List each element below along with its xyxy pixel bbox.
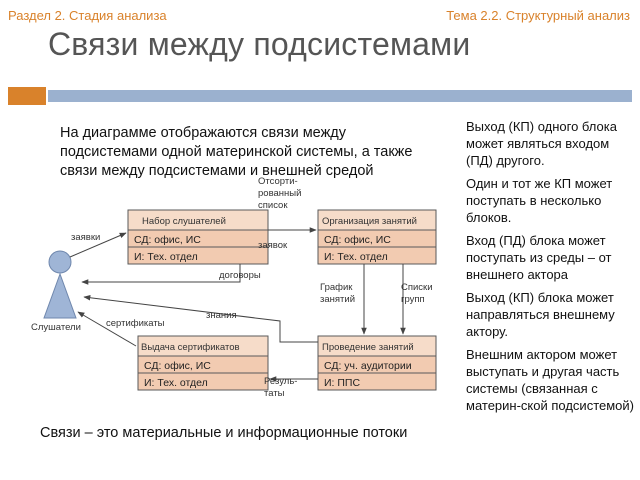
- box-row-bg: [317, 372, 437, 391]
- actor-body: [43, 272, 77, 319]
- label-contracts: договоры: [219, 270, 261, 281]
- box-listener-enrollment: Набор слушателей СД: офис, ИС И: Тех. от…: [127, 209, 269, 265]
- box-title: Выдача сертификатов: [141, 342, 240, 353]
- box-row-bg: [317, 246, 437, 265]
- box-row-sd: СД: офис, ИС: [134, 234, 201, 246]
- box-row-sd: СД: офис, ИС: [144, 360, 211, 372]
- box-row-bg: [127, 246, 269, 265]
- box-row-i: И: Тех. отдел: [144, 377, 208, 389]
- title-rule-bar: [48, 90, 632, 102]
- label-sorted-list-4: заявок: [258, 240, 288, 251]
- intro-text: На диаграмме отображаются связи между по…: [60, 125, 413, 179]
- actor-head: [48, 250, 72, 274]
- arrow-requests: [69, 232, 127, 258]
- box-class-organization: Организация занятий СД: офис, ИС И: Тех.…: [317, 209, 437, 265]
- notes-panel: Выход (КП) одного блока может являться в…: [466, 118, 634, 420]
- box-row-i: И: ППС: [324, 377, 360, 389]
- actor-label: Слушатели: [31, 322, 81, 333]
- page-title: Связи между подсистемами: [48, 26, 471, 62]
- label-certificates: сертификаты: [106, 318, 165, 329]
- actor-listeners: Слушатели: [31, 250, 81, 333]
- box-class-conduct: Проведение занятий СД: уч. аудитории И: …: [317, 335, 437, 391]
- label-sorted-list-3: список: [258, 200, 288, 211]
- box-certificate-issuing: Выдача сертификатов СД: офис, ИС И: Тех.…: [137, 335, 269, 391]
- label-results-1: Резуль-: [264, 376, 297, 387]
- section-header: Раздел 2. Стадия анализа: [8, 8, 167, 23]
- box-row-i: И: Тех. отдел: [134, 251, 198, 263]
- note-output-as-input: Выход (КП) одного блока может являться в…: [466, 119, 617, 168]
- label-group-lists-2: групп: [401, 294, 425, 305]
- label-sorted-list-1: Отсорти-: [258, 176, 298, 187]
- note-input-from-env: Вход (ПД) блока может поступать из среды…: [466, 233, 612, 282]
- label-requests: заявки: [71, 232, 100, 243]
- arrow-knowledge: [83, 294, 318, 343]
- label-schedule-2: занятий: [320, 294, 355, 305]
- box-title: Проведение занятий: [322, 342, 414, 353]
- box-row-sd: СД: офис, ИС: [324, 234, 391, 246]
- bottom-text: Связи – это материальные и информационны…: [40, 425, 408, 441]
- box-title: Набор слушателей: [142, 216, 226, 227]
- note-external-actor: Внешним актором может выступать и другая…: [466, 347, 634, 413]
- box-row-bg: [137, 372, 269, 391]
- box-row-i: И: Тех. отдел: [324, 251, 388, 263]
- label-group-lists-1: Списки: [401, 282, 433, 293]
- label-results-2: таты: [264, 388, 285, 399]
- label-knowledge: знания: [206, 310, 237, 321]
- box-row-sd: СД: уч. аудитории: [324, 360, 412, 372]
- box-title: Организация занятий: [322, 216, 417, 227]
- note-output-to-actor: Выход (КП) блока может направляться внеш…: [466, 290, 615, 339]
- label-schedule-1: График: [320, 282, 353, 293]
- label-sorted-list-2: рованный: [258, 188, 301, 199]
- note-output-to-many: Один и тот же КП может поступать в неско…: [466, 176, 613, 225]
- title-rule-accent: [8, 87, 46, 105]
- topic-header: Тема 2.2. Структурный анализ: [446, 8, 630, 23]
- arrow-contracts: [81, 264, 241, 285]
- arrow-certificates: [77, 311, 137, 347]
